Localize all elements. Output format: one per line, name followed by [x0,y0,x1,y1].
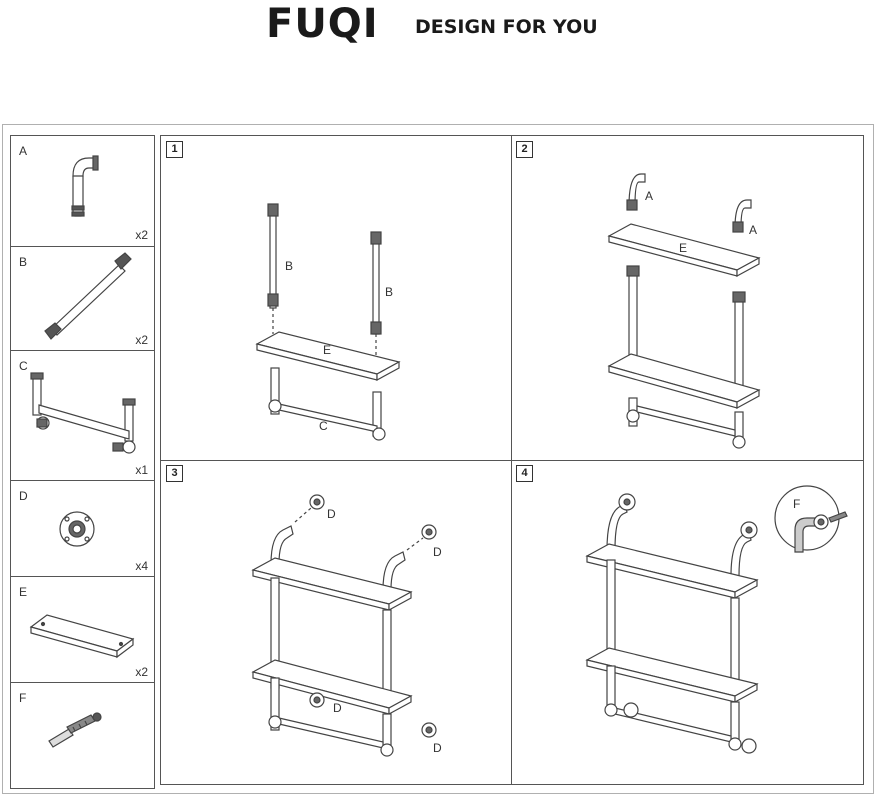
part-a: A x2 [11,136,154,246]
pipe-frame-icon [30,372,136,454]
part-letter: A [19,144,28,158]
step-4: 4 [511,460,863,784]
flange-icon [59,511,95,547]
straight-pipe-icon [44,252,132,340]
step-number: 3 [166,465,183,482]
part-d: D x4 [11,480,154,577]
brand-name: FUQI [266,1,379,47]
label-b-left: B [285,259,293,273]
label-d-4: D [433,741,442,755]
step-2-diagram: A A E [607,173,761,449]
part-b: B x2 [11,246,154,351]
label-f: F [793,497,800,511]
step-3: 3 [161,460,512,784]
part-qty: x1 [135,463,148,477]
label-d-2: D [433,545,442,559]
label-b-right: B [385,285,393,299]
step-2: 2 A [511,136,863,461]
part-letter: F [19,691,27,705]
label-e: E [323,343,331,357]
part-qty: x4 [135,559,148,573]
part-e: E x2 [11,576,154,683]
assembly-steps: 1 B B E C [160,135,864,785]
label-d-1: D [327,507,336,521]
elbow-pipe-icon [71,155,99,217]
part-c: C x1 [11,350,154,481]
part-letter: D [19,489,28,503]
screw-anchor-icon [48,712,102,748]
wood-board-icon [29,614,135,659]
brand-tagline: DESIGN FOR YOU [415,16,598,38]
step-number: 2 [516,141,533,158]
label-a-right: A [749,223,757,237]
part-qty: x2 [135,665,148,679]
parts-list: A x2 B x2 C [10,135,155,789]
part-letter: B [19,255,28,269]
step-1: 1 B B E C [161,136,512,461]
brand-header: FUQI DESIGN FOR YOU [0,0,875,60]
part-f: F [11,682,154,789]
label-e: E [679,241,687,255]
label-c: C [319,419,328,433]
part-qty: x2 [135,228,148,242]
step-1-diagram: B B E C [255,203,401,441]
step-number: 4 [516,465,533,482]
part-letter: E [19,585,28,599]
part-letter: C [19,359,28,373]
label-d-3: D [333,701,342,715]
step-4-diagram: F [585,485,848,754]
step-number: 1 [166,141,183,158]
part-qty: x2 [135,333,148,347]
label-a-left: A [645,189,653,203]
step-3-diagram: D D D D [251,494,442,757]
